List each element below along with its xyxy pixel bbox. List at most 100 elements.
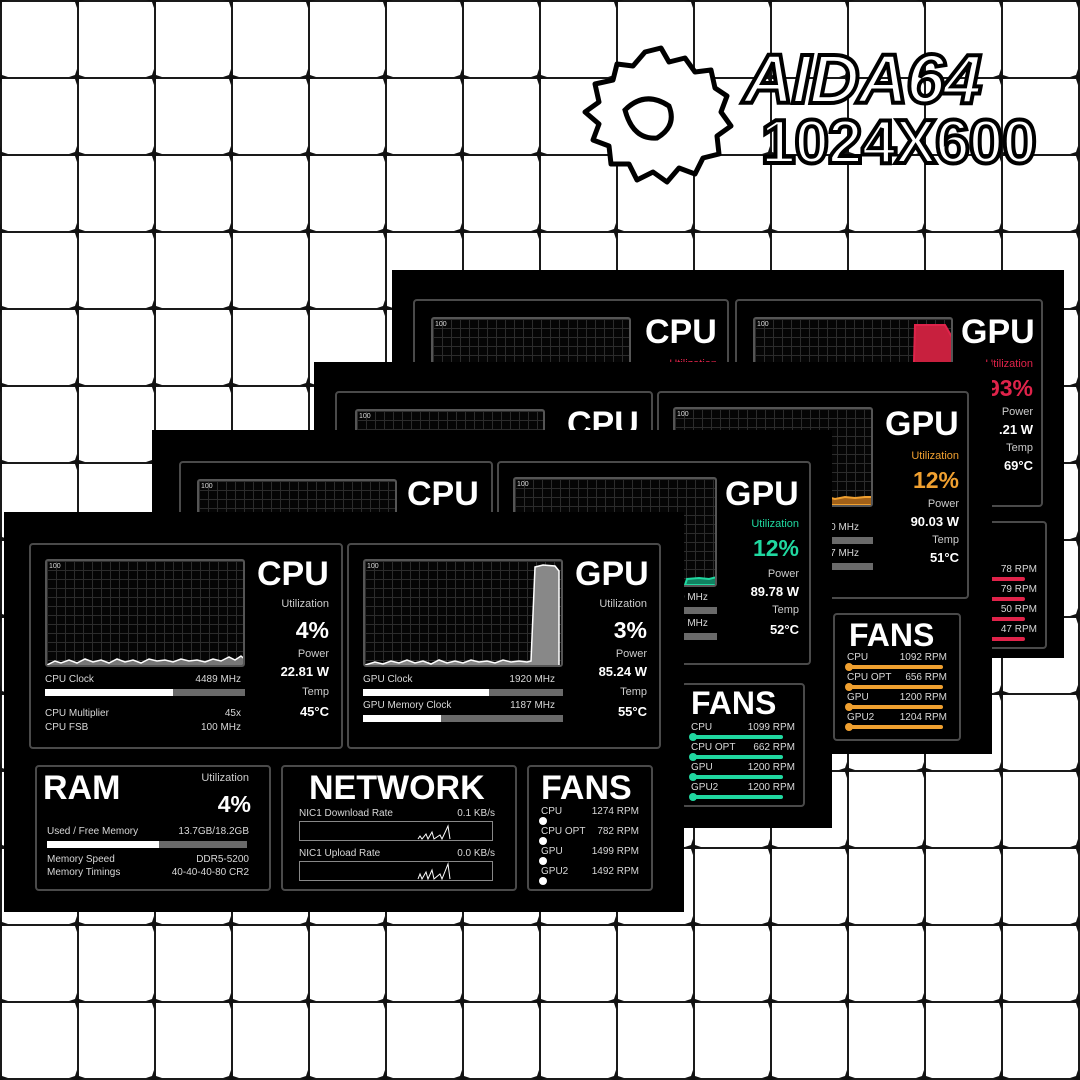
grid-star bbox=[839, 69, 855, 85]
ram-used-label: Used / Free Memory bbox=[47, 826, 139, 837]
grid-star bbox=[762, 916, 778, 932]
grid-star bbox=[223, 223, 239, 239]
grid-star bbox=[377, 69, 393, 85]
gpu-clock-bar-fill bbox=[363, 689, 489, 696]
fan-value: 662 RPM bbox=[753, 742, 795, 753]
graph-max-label: 100 bbox=[757, 321, 769, 328]
grid-star bbox=[531, 993, 547, 1009]
gpu-temp-value: 52°C bbox=[769, 622, 799, 637]
grid-star bbox=[993, 1070, 1009, 1080]
grid-star bbox=[69, 146, 85, 162]
grid-star bbox=[69, 993, 85, 1009]
grid-star bbox=[916, 0, 932, 8]
gpu-clock-bar bbox=[363, 689, 563, 696]
grid-star bbox=[685, 223, 701, 239]
graph-max-label: 100 bbox=[359, 413, 371, 420]
network-download-value: 0.1 KB/s bbox=[457, 808, 495, 819]
grid-star bbox=[762, 69, 778, 85]
fan-knob bbox=[845, 703, 853, 711]
fan-bar bbox=[539, 857, 547, 865]
grid-star bbox=[0, 0, 8, 8]
grid-star bbox=[223, 146, 239, 162]
grid-star bbox=[377, 1070, 393, 1080]
grid-star bbox=[1070, 1070, 1080, 1080]
grid-star bbox=[454, 1070, 470, 1080]
gpu-util-label: Utilization bbox=[599, 598, 647, 610]
network-download-graph bbox=[299, 821, 493, 841]
gpu-util-value: 12% bbox=[752, 535, 799, 561]
fan-value: 782 RPM bbox=[597, 826, 639, 837]
grid-star bbox=[531, 916, 547, 932]
fan-bar bbox=[689, 733, 783, 741]
fan-value: 1499 RPM bbox=[591, 846, 639, 857]
fan-knob bbox=[539, 857, 547, 865]
fan-bar bbox=[963, 637, 1025, 641]
gpu-mem-clock-bar bbox=[363, 715, 563, 722]
grid-star bbox=[762, 993, 778, 1009]
grid-star bbox=[993, 685, 1009, 701]
grid-star bbox=[300, 377, 316, 393]
grid-star bbox=[916, 69, 932, 85]
graph-max-label: 100 bbox=[677, 411, 689, 418]
gpu-power-value: 85.24 W bbox=[598, 664, 647, 679]
grid-star bbox=[1070, 454, 1080, 470]
fan-knob bbox=[539, 817, 547, 825]
gpu-clock-value: 0 MHz bbox=[679, 592, 708, 603]
network-panel: NETWORK NIC1 Download Rate 0.1 KB/s NIC1… bbox=[281, 765, 517, 891]
grid-star bbox=[1070, 223, 1080, 239]
grid-star bbox=[1070, 993, 1080, 1009]
grid-star bbox=[1070, 377, 1080, 393]
grid-star bbox=[69, 377, 85, 393]
grid-star bbox=[300, 69, 316, 85]
grid-star bbox=[69, 916, 85, 932]
grid-star bbox=[377, 0, 393, 8]
gpu-temp-value: 51°C bbox=[929, 550, 959, 565]
fan-label: CPU bbox=[541, 806, 563, 817]
grid-star bbox=[0, 69, 8, 85]
fan-knob bbox=[689, 733, 697, 741]
gpu-mem-clock-label: GPU Memory Clock bbox=[363, 700, 452, 711]
grid-star bbox=[993, 762, 1009, 778]
grid-star bbox=[1070, 0, 1080, 8]
gpu-power-label: Power bbox=[615, 648, 647, 660]
gpu-panel: 100 GPU Utilization 3% Power 85.24 W Tem… bbox=[347, 543, 661, 749]
gpu-clock-value: 1920 MHz bbox=[509, 674, 555, 685]
grid-star bbox=[1070, 69, 1080, 85]
gpu-title: GPU bbox=[725, 475, 799, 513]
grid-star bbox=[69, 1070, 85, 1080]
gpu-util-label: Utilization bbox=[985, 358, 1033, 370]
grid-star bbox=[146, 223, 162, 239]
gpu-power-label: Power bbox=[767, 568, 799, 580]
fan-value: 1200 RPM bbox=[899, 692, 947, 703]
fan-value: 656 RPM bbox=[905, 672, 947, 683]
grid-star bbox=[377, 916, 393, 932]
grid-star bbox=[839, 762, 855, 778]
cpu-graph-line bbox=[47, 655, 243, 665]
fan-value: 1204 RPM bbox=[899, 712, 947, 723]
grid-star bbox=[685, 1070, 701, 1080]
fan-bar bbox=[539, 817, 547, 825]
cpu-title: CPU bbox=[407, 475, 479, 513]
ram-title: RAM bbox=[43, 769, 121, 807]
cpu-util-value: 4% bbox=[295, 617, 329, 643]
gpu-clock-bar bbox=[819, 537, 873, 544]
grid-star bbox=[146, 993, 162, 1009]
cpu-temp-label: Temp bbox=[302, 686, 329, 698]
grid-star bbox=[454, 916, 470, 932]
fan-knob bbox=[539, 877, 547, 885]
grid-star bbox=[223, 69, 239, 85]
fan-bar bbox=[539, 837, 547, 845]
grid-star bbox=[839, 0, 855, 8]
ram-speed-label: Memory Speed bbox=[47, 854, 115, 865]
gpu-power-value: 90.03 W bbox=[910, 514, 959, 529]
grid-star bbox=[146, 300, 162, 316]
grid-star bbox=[916, 839, 932, 855]
grid-star bbox=[146, 916, 162, 932]
grid-star bbox=[223, 993, 239, 1009]
grid-star bbox=[300, 0, 316, 8]
ram-util-value: 4% bbox=[217, 791, 251, 817]
gpu-temp-value: 69°C bbox=[1003, 458, 1033, 473]
grid-star bbox=[223, 1070, 239, 1080]
gpu-mem-value: 187 MHz bbox=[819, 548, 860, 559]
fans-title: FANS bbox=[691, 685, 777, 721]
